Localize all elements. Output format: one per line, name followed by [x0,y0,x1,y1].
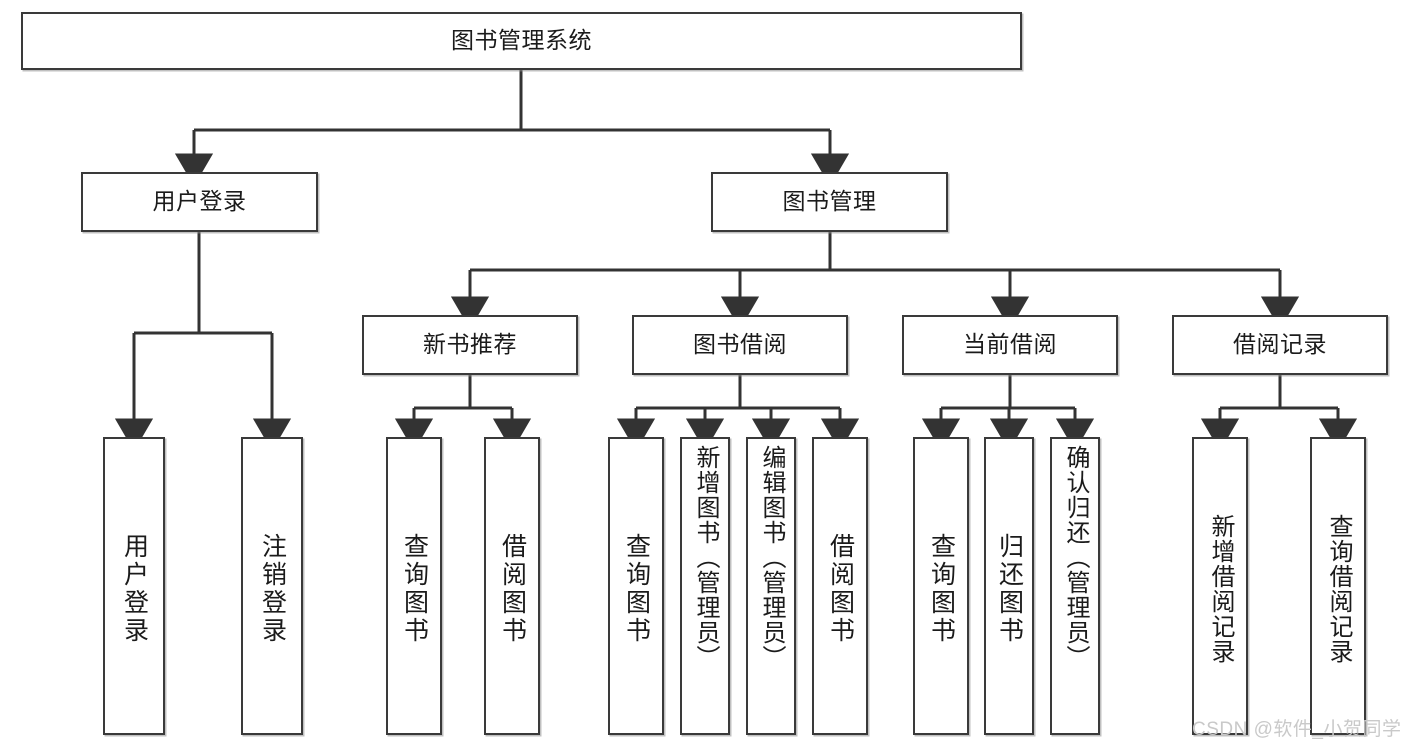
node-leaf-query-book-1-label: 查询图书 [400,533,429,645]
node-leaf-confirm-return-admin[interactable]: 确认归还（管理员） [1050,437,1100,735]
node-leaf-add-borrow-record[interactable]: 新增借阅记录 [1192,437,1248,735]
node-leaf-add-book-admin-label: 新增图书（管理员） [692,445,719,670]
node-leaf-return-book[interactable]: 归还图书 [984,437,1034,735]
node-book-borrow-label: 图书借阅 [693,331,787,358]
node-root-label: 图书管理系统 [451,27,592,54]
node-leaf-query-book-3-label: 查询图书 [927,533,956,645]
node-leaf-query-book-3[interactable]: 查询图书 [913,437,969,735]
node-leaf-borrow-book-1[interactable]: 借阅图书 [484,437,540,735]
node-leaf-query-book-2[interactable]: 查询图书 [608,437,664,735]
node-new-book-rec[interactable]: 新书推荐 [362,315,578,375]
node-leaf-add-borrow-record-label: 新增借阅记录 [1207,514,1234,664]
node-leaf-user-logout[interactable]: 注销登录 [241,437,303,735]
node-leaf-query-borrow-record-label: 查询借阅记录 [1325,514,1352,664]
node-leaf-query-borrow-record[interactable]: 查询借阅记录 [1310,437,1366,735]
node-leaf-query-book-1[interactable]: 查询图书 [386,437,442,735]
node-current-borrow[interactable]: 当前借阅 [902,315,1118,375]
node-book-manage-label: 图书管理 [782,188,877,215]
node-leaf-borrow-book-2[interactable]: 借阅图书 [812,437,868,735]
node-leaf-edit-book-admin-label: 编辑图书（管理员） [758,445,785,670]
node-leaf-add-book-admin[interactable]: 新增图书（管理员） [680,437,730,735]
node-new-book-rec-label: 新书推荐 [423,331,517,358]
node-leaf-user-login[interactable]: 用户登录 [103,437,165,735]
node-leaf-edit-book-admin[interactable]: 编辑图书（管理员） [746,437,796,735]
node-leaf-borrow-book-1-label: 借阅图书 [498,533,527,645]
node-user-login-label: 用户登录 [152,188,247,215]
node-leaf-user-login-label: 用户登录 [120,533,149,645]
node-leaf-confirm-return-admin-label: 确认归还（管理员） [1062,445,1089,670]
node-borrow-record[interactable]: 借阅记录 [1172,315,1388,375]
node-borrow-record-label: 借阅记录 [1233,331,1327,358]
node-leaf-query-book-2-label: 查询图书 [622,533,651,645]
node-user-login[interactable]: 用户登录 [81,172,318,232]
node-leaf-borrow-book-2-label: 借阅图书 [826,533,855,645]
node-book-borrow[interactable]: 图书借阅 [632,315,848,375]
node-book-manage[interactable]: 图书管理 [711,172,948,232]
node-leaf-user-logout-label: 注销登录 [258,533,287,645]
node-current-borrow-label: 当前借阅 [963,331,1057,358]
csdn-watermark: CSDN @软件_小贺同学 [1192,719,1402,740]
node-leaf-return-book-label: 归还图书 [995,533,1024,645]
node-root[interactable]: 图书管理系统 [21,12,1022,70]
